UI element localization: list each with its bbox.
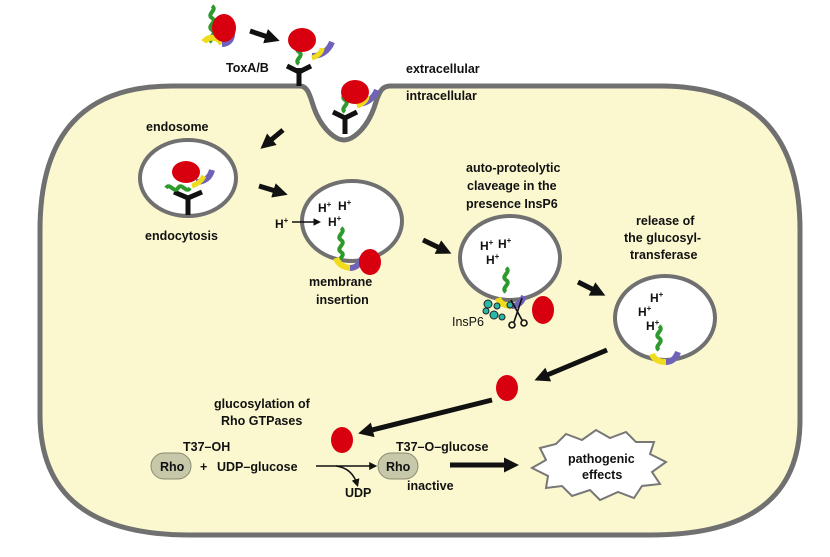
proton-7: H+ xyxy=(650,290,664,305)
toxin-in-endosome-icon xyxy=(164,161,215,215)
insp6-molecule-icon xyxy=(482,299,514,321)
glucosylation-label-1: glucosylation of xyxy=(214,397,311,411)
enzyme-icon xyxy=(331,427,353,453)
proton-4: H+ xyxy=(480,238,494,253)
membrane-insertion-label-1: membrane xyxy=(309,275,372,289)
release-label-3: transferase xyxy=(630,248,697,262)
inactive-label: inactive xyxy=(407,479,454,493)
rho-right-icon xyxy=(377,452,419,480)
cleavage-vesicle xyxy=(458,214,562,302)
t37-oh-label: T37–OH xyxy=(183,440,230,454)
rho-left-icon xyxy=(150,452,192,480)
proton-5: H+ xyxy=(498,236,512,251)
rho-right-label: Rho xyxy=(386,460,411,474)
scissors-icon xyxy=(508,297,528,329)
rho-left-label: Rho xyxy=(160,460,185,474)
glucosyltransferase-icon xyxy=(496,375,518,401)
release-vesicle xyxy=(613,274,717,362)
pathogenic-label-1: pathogenic xyxy=(568,452,635,466)
arrow-to-insertion xyxy=(258,183,288,198)
membrane-insertion-label-2: insertion xyxy=(316,293,369,307)
t37-o-glucose-label: T37–O–glucose xyxy=(396,440,488,454)
proton-8: H+ xyxy=(638,304,652,319)
plus-label: + xyxy=(200,460,207,474)
toxin-inserting-icon xyxy=(333,226,381,275)
extracellular-label: extracellular xyxy=(406,62,480,76)
release-label-1: release of xyxy=(636,214,695,228)
arrow-released xyxy=(534,347,608,382)
toxin-label: ToxA/B xyxy=(226,61,269,75)
arrow-to-cleavage xyxy=(421,237,452,254)
proton-6: H+ xyxy=(486,252,500,267)
arrow-to-rho xyxy=(358,397,493,438)
arrow-bind xyxy=(249,28,280,44)
release-label-2: the glucosyl- xyxy=(624,231,701,245)
arrow-to-endosome xyxy=(260,128,285,149)
intracellular-label: intracellular xyxy=(406,89,477,103)
arrow-to-release xyxy=(576,279,606,296)
toxin-remaining-icon xyxy=(649,324,681,365)
udp-glucose-label: UDP–glucose xyxy=(217,460,298,474)
autoproteolytic-label-1: auto-proteolytic xyxy=(466,161,560,175)
toxin-free-icon xyxy=(201,4,236,47)
pathogenic-label-2: effects xyxy=(582,468,622,482)
toxin-invaginating-icon xyxy=(331,80,380,134)
pathogenic-effects-burst xyxy=(529,428,668,502)
autoproteolytic-label-3: presence InsP6 xyxy=(466,197,558,211)
endocytosis-label: endocytosis xyxy=(145,229,218,243)
udp-release-arrow xyxy=(335,465,360,488)
insertion-vesicle xyxy=(300,179,404,263)
proton-2: H+ xyxy=(338,198,352,213)
endosome-label: endosome xyxy=(146,120,209,134)
toxin-receptor-bound-icon xyxy=(285,28,335,86)
proton-3: H+ xyxy=(328,214,342,229)
autoproteolytic-label-2: claveage in the xyxy=(467,179,557,193)
insp6-label: InsP6 xyxy=(452,315,484,329)
glucosylation-label-2: Rho GTPases xyxy=(221,414,302,428)
udp-label: UDP xyxy=(345,486,371,500)
proton-outside: H+ xyxy=(275,216,289,231)
proton-1: H+ xyxy=(318,200,332,215)
proton-9: H+ xyxy=(646,318,660,333)
